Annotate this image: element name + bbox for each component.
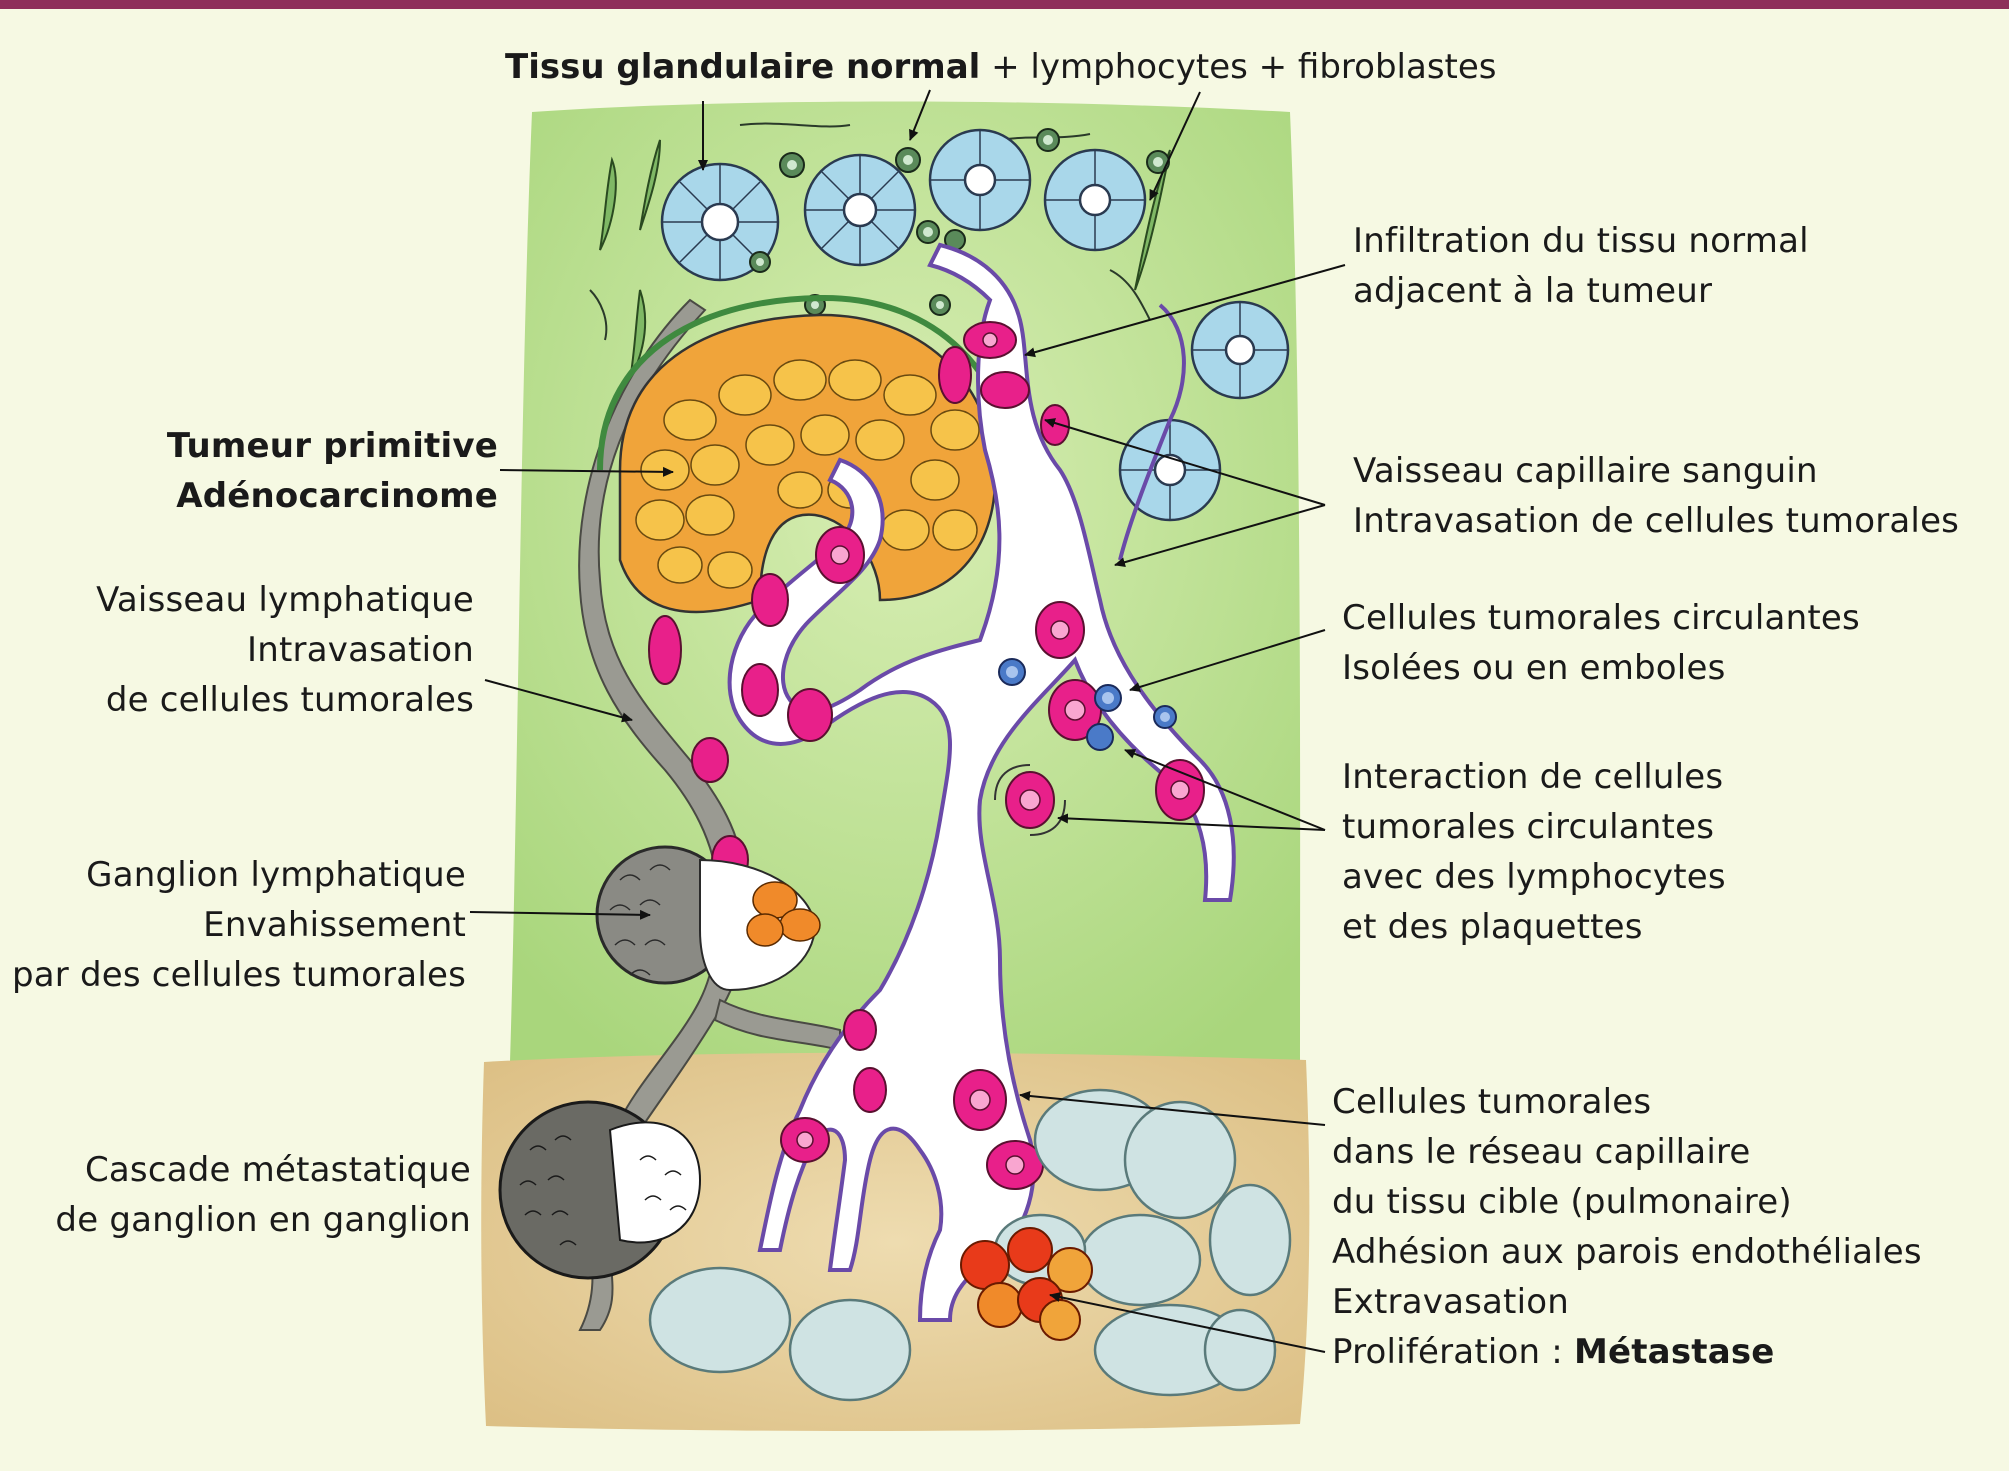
- label-interaction-4: et des plaquettes: [1342, 902, 1726, 952]
- label-interaction: Interaction de cellules tumorales circul…: [1342, 752, 1726, 952]
- label-capillary-2: Intravasation de cellules tumorales: [1353, 496, 1959, 546]
- label-proliferation: Prolifération : Métastase: [1332, 1327, 1922, 1377]
- label-ganglion-1: Ganglion lymphatique: [12, 850, 466, 900]
- label-network-4: Adhésion aux parois endothéliales: [1332, 1227, 1922, 1277]
- label-network-1: Cellules tumorales: [1332, 1077, 1922, 1127]
- label-circulating-1: Cellules tumorales circulantes: [1342, 593, 1860, 643]
- label-network-5: Extravasation: [1332, 1277, 1922, 1327]
- label-circulating-2: Isolées ou en emboles: [1342, 643, 1860, 693]
- label-circulating: Cellules tumorales circulantes Isolées o…: [1342, 593, 1860, 693]
- label-infiltration-1: Infiltration du tissu normal: [1353, 216, 1809, 266]
- label-proliferation-prefix: Prolifération :: [1332, 1332, 1574, 1372]
- label-capillary: Vaisseau capillaire sanguin Intravasatio…: [1353, 446, 1959, 546]
- header-title: Tissu glandulaire normal + lymphocytes +…: [505, 42, 1497, 92]
- label-interaction-3: avec des lymphocytes: [1342, 852, 1726, 902]
- label-lymphatic-1: Vaisseau lymphatique: [96, 575, 474, 625]
- title-bold: Tissu glandulaire normal: [505, 47, 980, 87]
- label-target-network: Cellules tumorales dans le réseau capill…: [1332, 1077, 1922, 1377]
- label-lymph-node: Ganglion lymphatique Envahissement par d…: [12, 850, 466, 1000]
- label-capillary-1: Vaisseau capillaire sanguin: [1353, 446, 1959, 496]
- label-lymphatic-2: Intravasation: [96, 625, 474, 675]
- label-cascade: Cascade métastatique de ganglion en gang…: [55, 1145, 471, 1245]
- label-infiltration: Infiltration du tissu normal adjacent à …: [1353, 216, 1809, 316]
- label-ganglion-2: Envahissement: [12, 900, 466, 950]
- label-tumor-2: Adénocarcinome: [167, 471, 498, 521]
- label-primary-tumor: Tumeur primitive Adénocarcinome: [167, 421, 498, 521]
- label-proliferation-bold: Métastase: [1574, 1332, 1775, 1372]
- label-tumor-1: Tumeur primitive: [167, 421, 498, 471]
- label-network-2: dans le réseau capillaire: [1332, 1127, 1922, 1177]
- title-rest: + lymphocytes + fibroblastes: [980, 47, 1496, 87]
- label-lymphatic-vessel: Vaisseau lymphatique Intravasation de ce…: [96, 575, 474, 725]
- label-cascade-1: Cascade métastatique: [55, 1145, 471, 1195]
- label-interaction-2: tumorales circulantes: [1342, 802, 1726, 852]
- label-network-3: du tissu cible (pulmonaire): [1332, 1177, 1922, 1227]
- label-cascade-2: de ganglion en ganglion: [55, 1195, 471, 1245]
- label-ganglion-3: par des cellules tumorales: [12, 950, 466, 1000]
- label-interaction-1: Interaction de cellules: [1342, 752, 1726, 802]
- label-infiltration-2: adjacent à la tumeur: [1353, 266, 1809, 316]
- label-lymphatic-3: de cellules tumorales: [96, 675, 474, 725]
